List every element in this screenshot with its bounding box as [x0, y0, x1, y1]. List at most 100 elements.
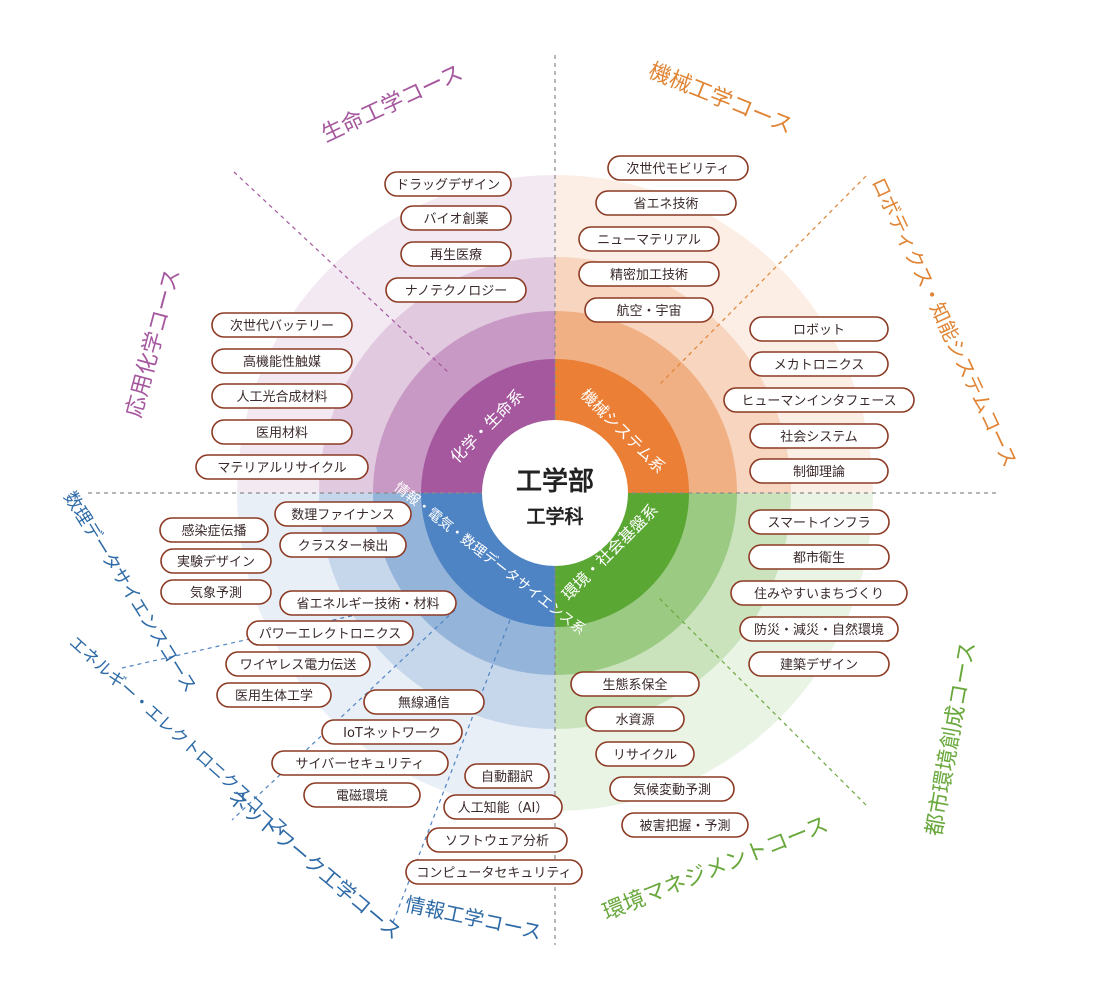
topic-pill-label: ワイヤレス電力伝送	[240, 658, 357, 673]
topic-pill: サイバーセキュリティ	[271, 750, 449, 776]
topic-pill-label: 航空・宇宙	[616, 303, 681, 319]
divider-line	[659, 175, 867, 385]
topic-pill: マテリアルリサイクル	[195, 454, 369, 480]
topic-pill-label: 生態系保全	[602, 677, 667, 693]
topic-pill-label: 次世代バッテリー	[230, 318, 334, 334]
topic-pill-border	[274, 501, 412, 527]
topic-pill: コンピュータセキュリティ	[405, 859, 583, 885]
topic-pill-border	[385, 277, 527, 303]
topic-pill-border	[195, 454, 369, 480]
topic-pill: 人工光合成材料	[211, 383, 353, 409]
topic-pill: 生態系保全	[570, 671, 700, 697]
topic-pill: IoTネットワーク	[321, 719, 463, 745]
topic-pill-label: 自動翻訳	[481, 770, 533, 785]
topic-pill-border	[160, 548, 272, 574]
topic-pill-border	[211, 348, 353, 374]
topic-pill-label: サイバーセキュリティ	[296, 757, 425, 772]
topic-pill: 制御理論	[749, 458, 889, 484]
topic-pill: 精密加工技術	[578, 261, 720, 287]
topic-pill: 水資源	[585, 706, 685, 732]
topic-pill-border	[621, 812, 749, 838]
topic-pill: パワーエレクトロニクス	[246, 620, 414, 646]
topic-pill: ヒューマンインタフェース	[723, 387, 915, 413]
topic-pill-label: 社会システム	[780, 429, 858, 445]
topic-pill: 省エネルギー技術・材料	[279, 590, 457, 616]
topic-pill: 都市衛生	[748, 544, 890, 570]
topic-pill-border	[384, 171, 512, 197]
course-label-life-eng: 生命工学コース	[318, 60, 467, 147]
topic-pill: 航空・宇宙	[584, 297, 714, 323]
topic-pill-label: 精密加工技術	[610, 267, 688, 283]
topic-pill-border	[363, 689, 485, 715]
topic-pill-border	[570, 671, 700, 697]
topic-pill-label: コンピュータセキュリティ	[416, 866, 571, 881]
topic-pill-label: 感染症伝播	[181, 523, 246, 539]
topic-pill-border	[279, 590, 457, 616]
topic-pill-label: 実験デザイン	[177, 554, 255, 570]
topic-pill-label: メカトロニクス	[774, 358, 865, 373]
topic-pill-label: マテリアルリサイクル	[217, 461, 346, 476]
course-label-mech-eng: 機械工学コース	[645, 59, 796, 139]
topic-pill: 気象予測	[160, 579, 272, 605]
topic-pill-label: クラスター検出	[298, 539, 389, 554]
topic-pill-label: ロボット	[793, 323, 845, 338]
topic-pill-label: 住みやすいまちづくり	[754, 587, 884, 602]
topic-pill: リサイクル	[595, 741, 695, 767]
topic-pill-border	[723, 387, 915, 413]
topic-pill-border	[211, 383, 353, 409]
course-label-applied-chem: 応用化学コース	[122, 266, 186, 420]
topic-pill-label: パワーエレクトロニクス	[259, 627, 402, 642]
topic-pill: 実験デザイン	[160, 548, 272, 574]
topic-pill: 電磁環境	[303, 782, 421, 808]
topic-pill: バイオ創薬	[400, 205, 512, 231]
topic-pill-label: 省エネ技術	[633, 197, 698, 212]
topic-pill-label: 水資源	[615, 713, 654, 728]
topic-pill-label: ヒューマンインタフェース	[741, 394, 896, 409]
topic-pill-border	[303, 782, 421, 808]
topic-pill-border	[749, 458, 889, 484]
topic-pill: 被害把握・予測	[621, 812, 749, 838]
topic-pill: 再生医療	[400, 241, 512, 267]
center-subtitle: 工学科	[526, 505, 583, 528]
topic-pill-border	[578, 261, 720, 287]
topic-pill: 医用材料	[211, 419, 353, 445]
course-label-urban: 都市環境創成コース	[922, 640, 981, 838]
topic-pill-label: 次世代モビリティ	[626, 161, 729, 177]
topic-pill-border	[609, 776, 735, 802]
topic-pill-border	[464, 763, 550, 789]
topic-pill-border	[739, 616, 899, 642]
topic-pill-border	[749, 423, 889, 449]
topic-pill-border	[749, 316, 889, 342]
topic-pill-label: 高機能性触媒	[243, 354, 321, 370]
topic-pill-border	[730, 580, 908, 606]
topic-pill: 省エネ技術	[595, 190, 737, 216]
topic-pill: 次世代モビリティ	[607, 155, 749, 181]
topic-pill-border	[607, 155, 749, 181]
topic-pill-border	[321, 719, 463, 745]
topic-pill-label: 気象予測	[190, 585, 242, 601]
center-hub: 工学部 工学科	[482, 420, 628, 566]
topic-pill-label: ニューマテリアル	[597, 233, 701, 248]
divider-line	[231, 609, 456, 821]
topic-pill: クラスター検出	[279, 532, 407, 558]
topic-pill-border	[578, 226, 720, 252]
topic-pill-border	[211, 312, 353, 338]
topic-pill-border	[271, 750, 449, 776]
topic-pill-border	[584, 297, 714, 323]
topic-pill-border	[748, 651, 890, 677]
topic-pill: 防災・減災・自然環境	[739, 616, 899, 642]
topic-pill: ロボット	[749, 316, 889, 342]
topic-pill-label: 人工光合成材料	[236, 390, 327, 405]
topic-pill-border	[279, 532, 407, 558]
topic-pill: ニューマテリアル	[578, 226, 720, 252]
topic-pill: 高機能性触媒	[211, 348, 353, 374]
topic-pill: 自動翻訳	[464, 763, 550, 789]
topic-pill-border	[216, 682, 332, 708]
topic-pill: ソフトウェア分析	[426, 827, 568, 853]
topic-pill-border	[748, 509, 890, 535]
topic-pill-label: リサイクル	[613, 748, 677, 763]
divider-line	[233, 171, 449, 373]
topic-pill-label: 省エネルギー技術・材料	[296, 597, 439, 612]
topic-pill-label: 数理ファイナンス	[291, 508, 394, 523]
topic-pill-label: 被害把握・予測	[639, 818, 730, 834]
